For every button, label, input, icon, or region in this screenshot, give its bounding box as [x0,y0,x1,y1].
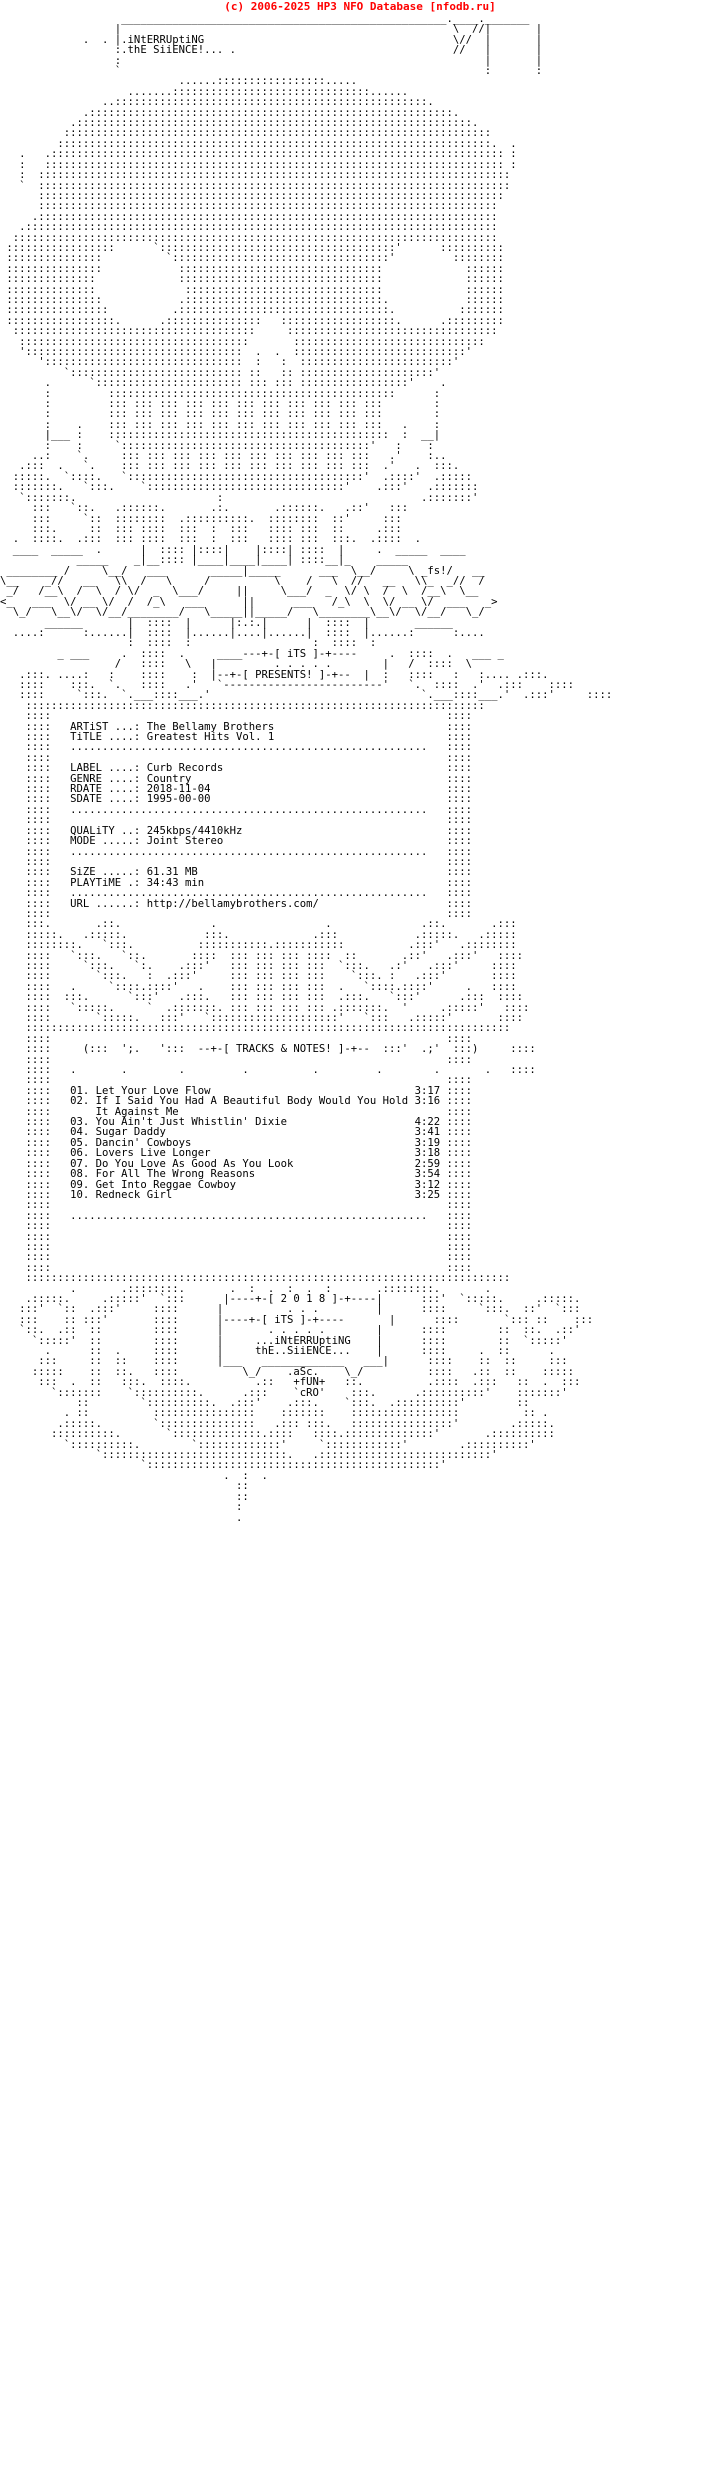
nfodb-banner: (c) 2006-2025 HP3 NFO Database [nfodb.ru… [224,0,496,13]
nfo-ascii-art: ________________________________________… [0,14,613,1524]
